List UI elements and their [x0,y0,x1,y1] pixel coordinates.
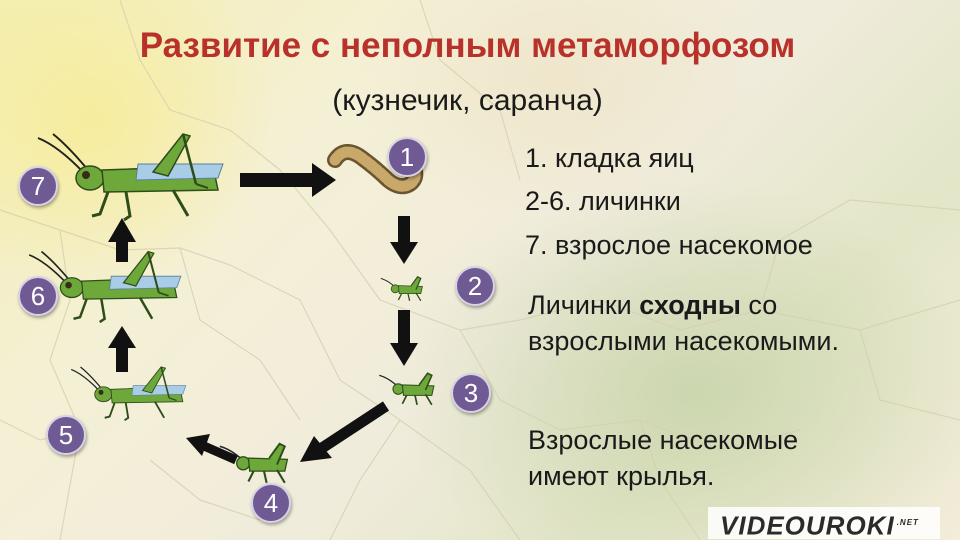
egg-pod-icon [327,144,424,195]
videouroki-logo: VIDEOUROKI.NET [708,507,940,540]
legend-item-nymphs: 2-6. личинки [525,186,681,216]
page-title: Развитие с неполным метаморфозом [139,26,796,65]
nymph-stage-3-icon [378,372,435,406]
nymph-stage-2-icon [380,276,424,302]
adult-grasshopper-icon [36,132,225,222]
arrow-5-to-6 [108,326,136,372]
adult-wings-text: Взрослые насекомые имеют крылья. [528,422,798,494]
adult-wings-line-1: Взрослые насекомые [528,425,799,455]
arrow-2-to-3 [390,310,418,366]
arrow-4-to-5 [186,434,238,465]
page-subtitle: (кузнечик, саранча) [332,84,603,117]
arrow-3-to-4 [300,401,390,462]
nymph-stage-4-icon [218,442,289,484]
arrow-1-to-2 [390,216,418,264]
arrow-7-to-1 [240,163,336,197]
stage-badge-6: 6 [18,276,58,316]
stage-badge-2: 2 [455,266,495,306]
nymph-stage-5-icon [70,366,187,422]
stage-badge-5: 5 [46,415,86,455]
arrow-6-to-7 [108,218,136,262]
legend-item-adult: 7. взрослое насекомое [525,230,813,260]
nymph-similarity-text: Личинки сходны со взрослыми насекомыми. [528,287,839,359]
stage-badge-3: 3 [451,373,491,413]
nymph-similarity-line-2: взрослыми насекомыми. [528,326,839,356]
adult-wings-line-2: имеют крылья. [528,461,715,491]
stage-badge-1: 1 [387,137,427,177]
stage-badge-7: 7 [18,166,58,206]
stage-badge-4: 4 [251,483,291,523]
nymph-similarity-line-1: Личинки сходны со [528,290,778,320]
legend-item-eggs: 1. кладка яиц [525,143,694,173]
